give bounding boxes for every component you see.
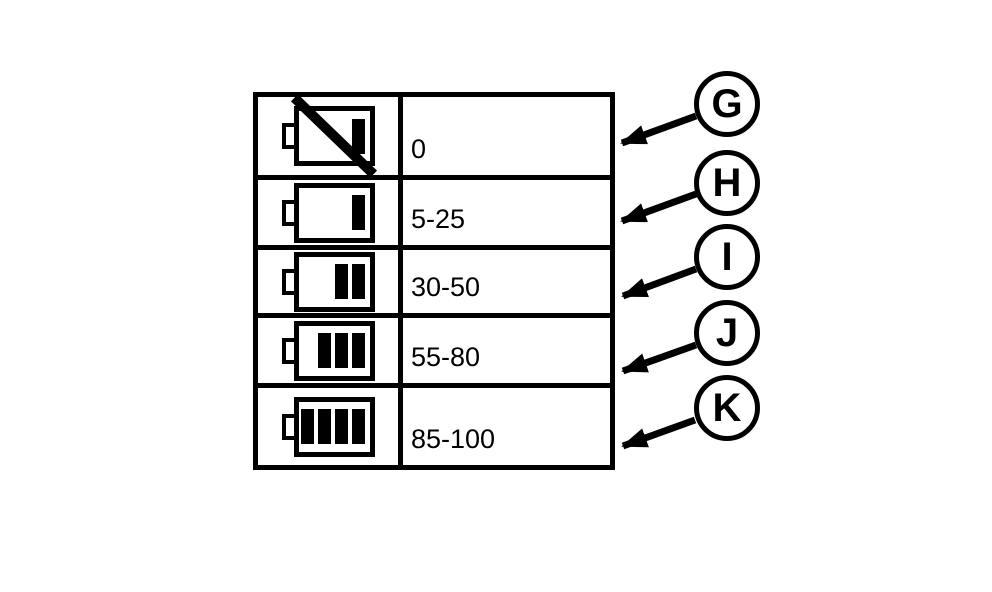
battery-charge-bar	[334, 333, 348, 368]
battery-legend-table: 0 5-25 30-50	[253, 92, 615, 470]
battery-charge-bar	[351, 195, 365, 230]
battery-charge-bar	[300, 409, 314, 444]
legend-row-1: 5-25	[258, 180, 610, 250]
callout-arrow-h	[620, 190, 698, 225]
callout-arrow-g	[620, 112, 698, 147]
charge-range-label: 85-100	[411, 424, 496, 454]
battery-charge-bar	[317, 333, 331, 368]
charge-range-label: 30-50	[411, 272, 481, 302]
legend-row-3: 55-80	[258, 318, 610, 388]
battery-icon-cell	[258, 318, 403, 383]
battery-charge-bar	[317, 409, 331, 444]
callout-circle-k: K	[694, 375, 760, 441]
battery-crossed-out-icon	[281, 94, 377, 178]
battery-charge-bar	[334, 264, 348, 299]
battery-one-bar-icon	[281, 182, 375, 243]
battery-charge-bar	[334, 409, 348, 444]
callout-circle-i: I	[694, 224, 760, 290]
legend-row-4: 85-100	[258, 388, 610, 465]
battery-two-bars-icon	[281, 251, 375, 312]
charge-range-label: 0	[411, 134, 427, 164]
battery-body	[293, 320, 375, 381]
legend-row-2: 30-50	[258, 250, 610, 318]
legend-row-0: 0	[258, 94, 610, 180]
battery-charge-bar	[351, 409, 365, 444]
battery-icon-cell	[258, 250, 403, 313]
battery-body	[293, 251, 375, 312]
battery-charge-bar	[351, 264, 365, 299]
callout-circle-g: G	[694, 71, 760, 137]
battery-icon-cell	[258, 388, 403, 465]
callout-circle-j: J	[694, 300, 760, 366]
battery-body	[293, 396, 375, 457]
battery-body	[293, 182, 375, 243]
charge-range-label: 55-80	[411, 342, 481, 372]
battery-icon-cell	[258, 180, 403, 245]
battery-icon-cell	[258, 94, 403, 178]
callout-arrow-k	[621, 416, 697, 450]
callout-arrow-i	[621, 265, 698, 300]
callout-arrow-j	[621, 341, 698, 375]
battery-four-bars-icon	[281, 396, 375, 457]
charge-range-label: 5-25	[411, 204, 466, 234]
callout-circle-h: H	[694, 150, 760, 216]
battery-charge-bar	[351, 118, 365, 154]
battery-charge-bar	[351, 333, 365, 368]
battery-three-bars-icon	[281, 320, 375, 381]
